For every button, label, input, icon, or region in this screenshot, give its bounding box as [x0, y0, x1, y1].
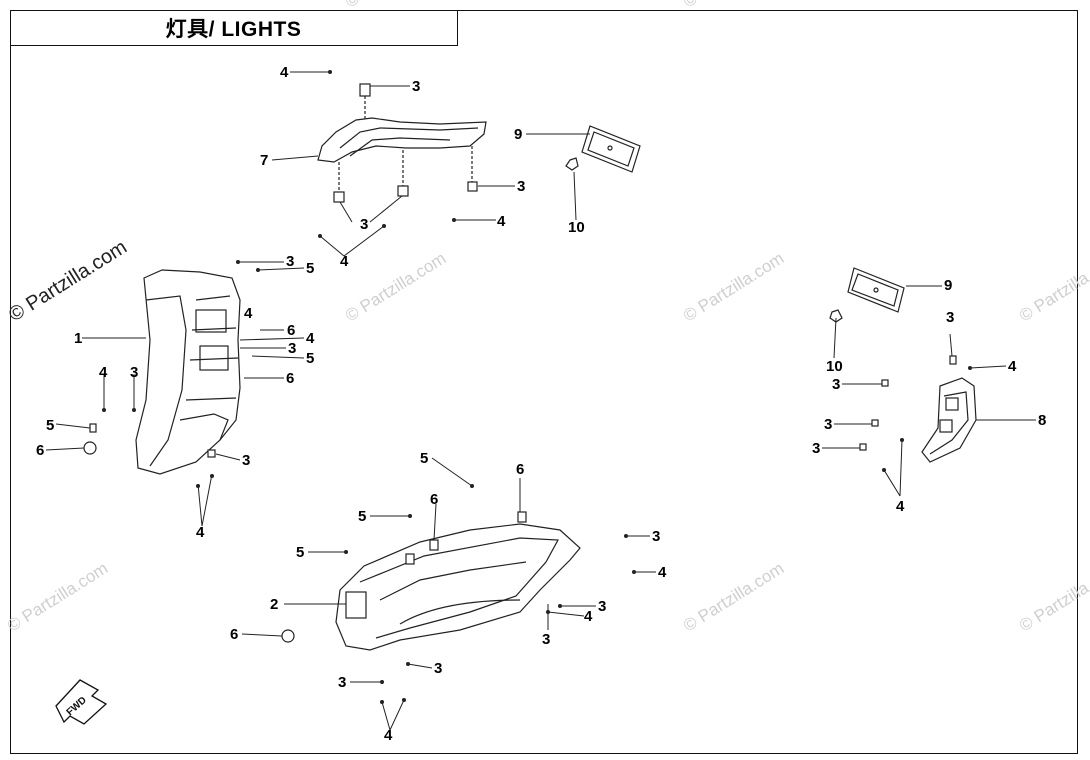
- reflector-right: [829, 267, 905, 323]
- watermark-main: © Partzilla.com: [5, 236, 131, 326]
- callout-label: 3: [517, 178, 525, 195]
- callouts: 4 3 7 3 4 3 4 9 10 3 5 4 1 6 4 3 5 6 4 3…: [36, 64, 1046, 744]
- callout-label: 4: [280, 64, 289, 81]
- callout-label: 3: [832, 376, 840, 393]
- leader-lines: [45, 71, 1036, 731]
- callout-label: 3: [946, 309, 954, 326]
- callout-label: 4: [340, 253, 349, 270]
- callout-label: 5: [358, 508, 366, 525]
- fasteners: [102, 70, 972, 704]
- watermark: © Partzilla.com: [680, 559, 787, 636]
- watermark: © Partzilla.com: [4, 559, 111, 636]
- callout-label: 3: [130, 364, 138, 381]
- watermark: © Partzilla.com: [680, 249, 787, 326]
- title-box: 灯具/ LIGHTS: [10, 10, 458, 46]
- callout-label: 5: [306, 260, 314, 277]
- callout-label: 4: [306, 330, 315, 347]
- callout-label: 5: [306, 350, 314, 367]
- callout-label: 9: [514, 126, 522, 143]
- fwd-arrow-icon: FWD: [55, 679, 108, 725]
- bracket-part-7: [317, 83, 487, 203]
- callout-label: 2: [270, 596, 278, 613]
- callout-label: 4: [99, 364, 108, 381]
- callout-label: 10: [568, 219, 585, 236]
- callout-label: 6: [36, 442, 44, 459]
- watermark: © Partzilla.com: [1016, 559, 1090, 636]
- page-title: 灯具/ LIGHTS: [165, 17, 302, 41]
- callout-label: 4: [896, 498, 905, 515]
- callout-label: 4: [497, 213, 506, 230]
- callout-label: 3: [242, 452, 250, 469]
- callout-label: 3: [824, 416, 832, 433]
- callout-label: 3: [812, 440, 820, 457]
- watermark: © Partzilla.com: [1016, 249, 1090, 326]
- callout-label: 9: [944, 277, 952, 294]
- callout-label: 1: [74, 330, 82, 347]
- callout-label: 3: [598, 598, 606, 615]
- callout-label: 6: [286, 370, 294, 387]
- callout-label: 5: [296, 544, 304, 561]
- callout-label: 3: [338, 674, 346, 691]
- callout-label: 10: [826, 358, 843, 375]
- callout-label: 6: [430, 491, 438, 508]
- watermark: © Partzilla.com: [342, 249, 449, 326]
- callout-label: 4: [584, 608, 593, 625]
- callout-label: 4: [1008, 358, 1017, 375]
- callout-label: 3: [652, 528, 660, 545]
- bracket-part-8: [859, 355, 977, 463]
- callout-label: 8: [1038, 412, 1046, 429]
- callout-label: 3: [542, 631, 550, 648]
- diagram-frame: [10, 10, 1078, 754]
- callout-label: 6: [287, 322, 295, 339]
- callout-label: 4: [196, 524, 205, 541]
- callout-label: 3: [360, 216, 368, 233]
- callout-label: 7: [260, 152, 268, 169]
- callout-label: 4: [658, 564, 667, 581]
- callout-label: 4: [244, 305, 253, 322]
- watermark: © Partzilla.com: [342, 0, 449, 11]
- callout-label: 3: [434, 660, 442, 677]
- callout-label: 6: [230, 626, 238, 643]
- callout-label: 3: [412, 78, 420, 95]
- callout-label: 4: [384, 727, 393, 744]
- watermark: © Partzilla.com: [680, 0, 787, 11]
- callout-label: 5: [46, 417, 54, 434]
- callout-label: 5: [420, 450, 428, 467]
- callout-label: 6: [516, 461, 524, 478]
- callout-label: 3: [286, 253, 294, 270]
- callout-label: 3: [288, 340, 296, 357]
- reflector-top: [565, 125, 641, 173]
- headlight-center-part-2: [281, 511, 581, 651]
- headlight-left-part-1: [83, 269, 241, 475]
